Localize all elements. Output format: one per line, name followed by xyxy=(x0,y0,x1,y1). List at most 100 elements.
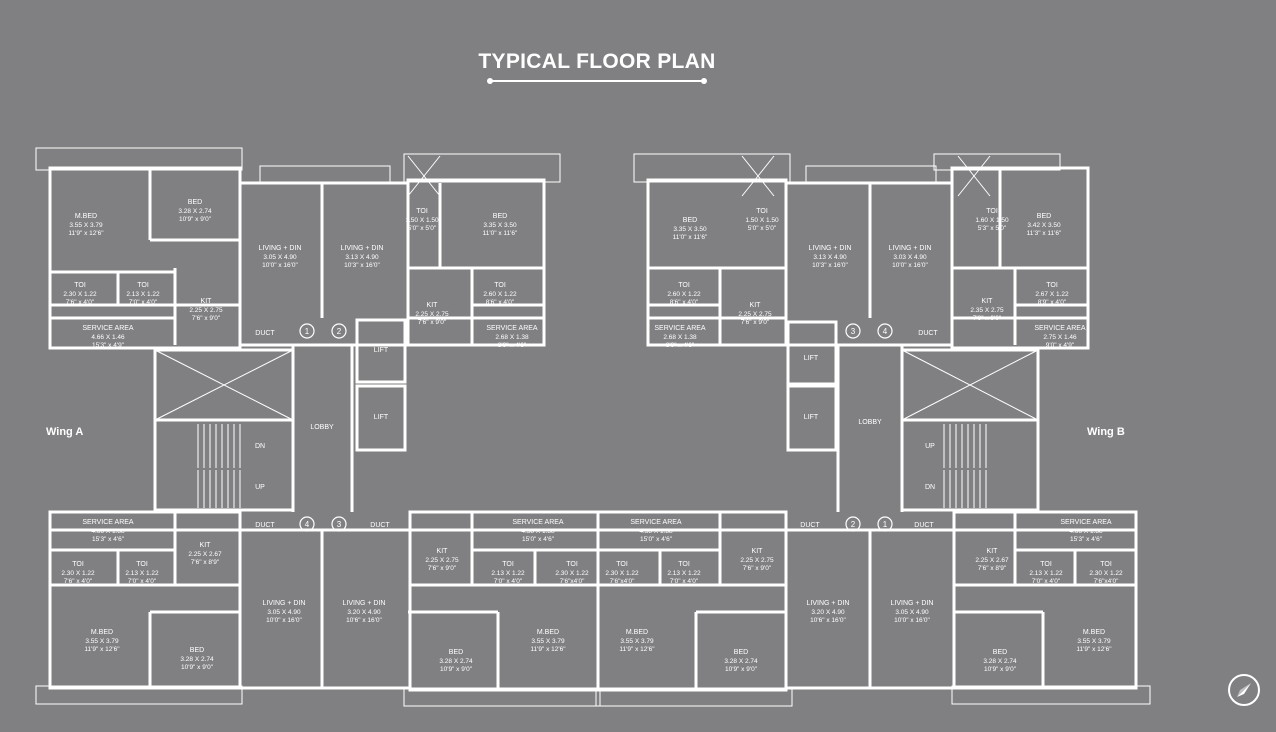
room-name: TOI xyxy=(616,561,628,568)
room-dim-m: 2.25 X 2.75 xyxy=(738,311,772,318)
unit-outline xyxy=(408,510,600,692)
room-dim-m: 3.05 X 4.90 xyxy=(267,609,301,616)
balcony-rail xyxy=(259,165,391,185)
room-name: SERVICE AREA xyxy=(630,519,682,526)
room-dim-ft: 10'9" x 9'0" xyxy=(440,666,473,673)
flat-number-ring xyxy=(877,323,893,339)
room-name: KIT xyxy=(437,548,449,555)
room-dim-ft: 11'0" x 11'6" xyxy=(483,230,518,237)
room-name: M.BED xyxy=(626,629,648,636)
flat-number: 3 xyxy=(331,516,347,532)
room-dim-m: 4.66 X 1.38 xyxy=(91,528,125,535)
balcony-rail xyxy=(633,153,791,183)
room-name: BED xyxy=(449,649,463,656)
room-dim-ft: 10'9" x 9'0" xyxy=(179,216,212,223)
room-name: TOI xyxy=(1040,561,1052,568)
common-area-label: DUCT xyxy=(800,522,820,529)
room-name: LIVING + DIN xyxy=(341,245,384,252)
unit-outline xyxy=(596,510,788,692)
room-dim-ft: 10'0" x 16'0" xyxy=(894,617,930,624)
room-name: SERVICE AREA xyxy=(1060,519,1112,526)
room-name: SERVICE AREA xyxy=(82,519,134,526)
room-dim-m: 3.55 X 3.79 xyxy=(69,222,103,229)
room-name: KIT xyxy=(200,542,212,549)
room-dim-m: 3.28 X 2.74 xyxy=(180,656,214,663)
room-dim-m: 2.75 X 1.46 xyxy=(1043,334,1077,341)
room-dim-ft: 11'9" x 12'6" xyxy=(619,646,655,653)
room-dim-ft: 7'6"x4'0" xyxy=(560,578,585,585)
room-name: KIT xyxy=(752,548,764,555)
room-dim-ft: 11'9" x 12'6" xyxy=(68,230,104,237)
flat-number-text: 3 xyxy=(337,520,342,529)
common-area-label: DN xyxy=(925,484,935,491)
room-dim-m: 2.13 X 1.22 xyxy=(125,570,159,577)
common-area-label: UP xyxy=(255,484,265,491)
common-area-label: LOBBY xyxy=(858,419,882,426)
room-dim-ft: 8'6" x 4'0" xyxy=(670,299,699,306)
room-dim-ft: 10'6" x 16'0" xyxy=(346,617,382,624)
unit-outline xyxy=(238,528,412,690)
flat-number-text: 3 xyxy=(851,327,856,336)
room-name: SERVICE AREA xyxy=(82,325,134,332)
room-dim-ft: 5'0" x 5'0" xyxy=(748,225,777,232)
room-name: TOI xyxy=(678,282,690,289)
room-name: M.BED xyxy=(91,629,113,636)
flat-number-text: 1 xyxy=(305,327,310,336)
north-arrow-icon xyxy=(1228,674,1260,706)
flat-number: 3 xyxy=(845,323,861,339)
room-dim-m: 2.68 X 1.38 xyxy=(495,334,529,341)
lift-shaft xyxy=(786,320,838,386)
shaft-cross xyxy=(154,349,294,421)
lift-shaft xyxy=(355,318,407,384)
common-area-label: LIFT xyxy=(804,355,819,362)
common-area-label: DUCT xyxy=(914,522,934,529)
room-name: M.BED xyxy=(75,213,97,220)
room-dim-ft: 8'9" x 4'0" xyxy=(1038,299,1067,306)
common-area-label: LIFT xyxy=(374,414,389,421)
room-name: BED xyxy=(190,647,204,654)
room-name: SERVICE AREA xyxy=(654,325,706,332)
room-dim-m: 4.66 X 1.38 xyxy=(1069,528,1103,535)
room-dim-m: 2.25 X 2.75 xyxy=(189,307,223,314)
balcony-rail xyxy=(403,687,601,707)
shaft-cross xyxy=(407,155,441,197)
room-name: KIT xyxy=(427,302,439,309)
room-dim-ft: 15'3" x 4'6" xyxy=(1070,536,1103,543)
room-dim-m: 2.25 X 2.75 xyxy=(425,557,459,564)
flat-number-text: 2 xyxy=(851,520,856,529)
room-name: TOI xyxy=(502,561,514,568)
room-name: M.BED xyxy=(1083,629,1105,636)
flat-number-ring xyxy=(845,516,861,532)
flat-number: 2 xyxy=(331,323,347,339)
common-area-label: DUCT xyxy=(370,522,390,529)
balcony-rail xyxy=(35,147,243,171)
flat-number-ring xyxy=(331,516,347,532)
room-dim-ft: 10'9" x 9'0" xyxy=(181,664,214,671)
flat-number: 4 xyxy=(877,323,893,339)
room-dim-m: 2.25 X 2.67 xyxy=(188,551,222,558)
stair-core xyxy=(900,418,1040,512)
room-name: BED xyxy=(188,199,202,206)
flat-number-ring xyxy=(299,516,315,532)
